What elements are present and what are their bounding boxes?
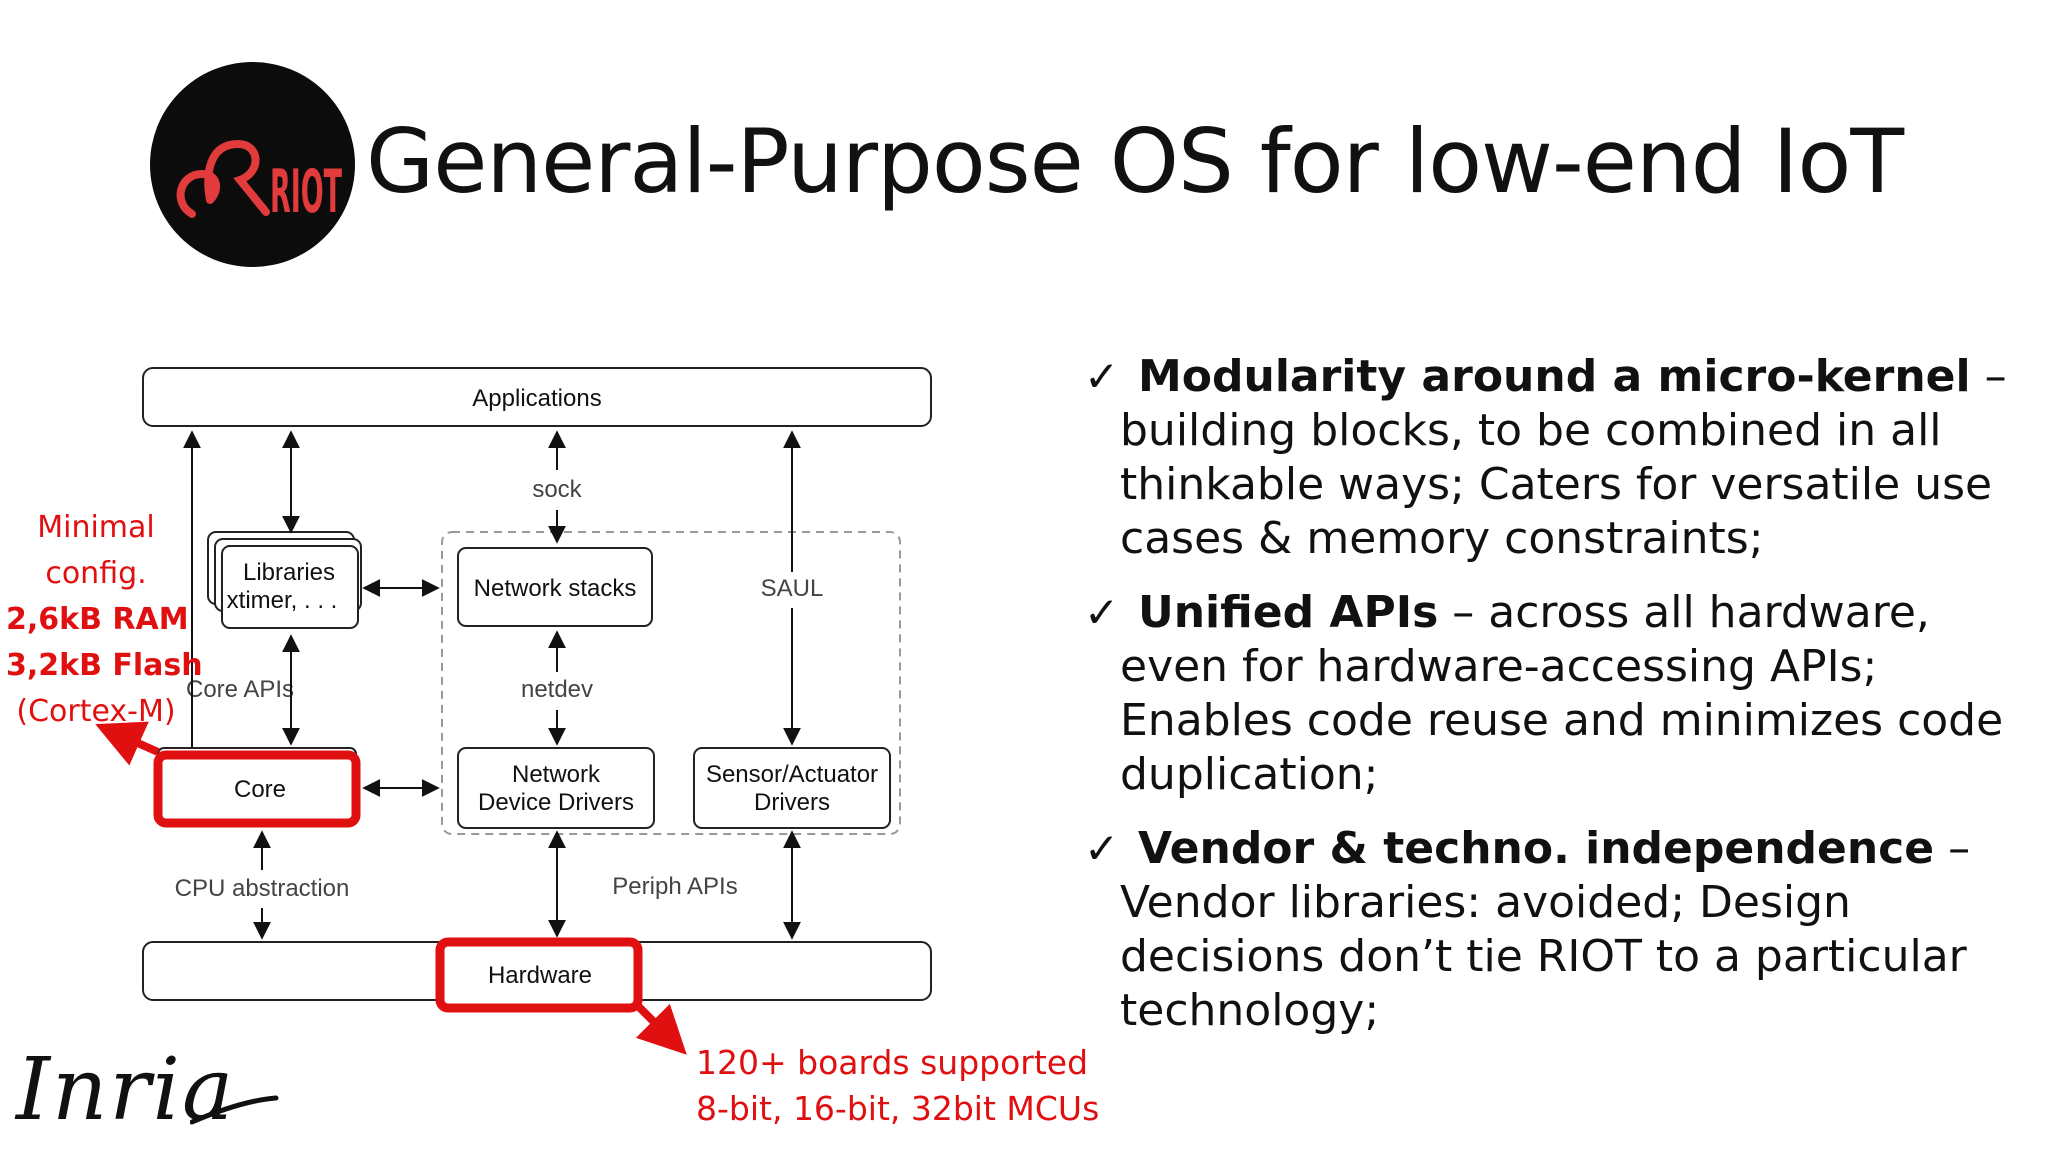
bullet-text: across all hardware, even for hardware-a…: [1120, 587, 2004, 800]
ram-size: 2,6kB RAM: [6, 602, 189, 637]
hardware-label: Hardware: [488, 962, 592, 989]
inria-logo-swash-icon: [190, 1095, 279, 1125]
core-highlight: [153, 750, 361, 828]
bullet-vendor-independence: ✓ Vendor & techno. independence – Vendor…: [1084, 822, 2024, 1038]
sensor-actuator-drivers-box: [693, 747, 891, 829]
feature-list: ✓ Modularity around a micro-kernel – bui…: [1084, 350, 2024, 1058]
network-group-frame: [441, 531, 901, 835]
libraries-sub-label: xtimer, . . .: [227, 587, 338, 614]
minimal-config-pointer: [95, 721, 160, 766]
bullet-separator: –: [1934, 823, 1971, 874]
saul-label: SAUL: [761, 575, 824, 602]
periph-apis-label: Periph APIs: [612, 873, 737, 900]
bullet-heading: Unified APIs: [1138, 587, 1439, 638]
riot-logo: RIOT: [150, 62, 355, 267]
applications-label: Applications: [472, 385, 601, 412]
cpu-abstraction-label: CPU abstraction: [175, 875, 350, 902]
bullet-heading: Vendor & techno. independence: [1138, 823, 1935, 874]
network-stacks-label: Network stacks: [474, 575, 637, 602]
bullet-text: building blocks, to be combined in all t…: [1120, 405, 1993, 564]
core-label: Core: [234, 776, 286, 803]
bullet-modularity: ✓ Modularity around a micro-kernel – bui…: [1084, 350, 2024, 566]
cortex-m-label: (Cortex-M): [16, 694, 176, 729]
boards-pointer: [633, 1001, 687, 1055]
inria-logo: Inria: [16, 1040, 236, 1140]
riot-logo-icon: RIOT: [176, 139, 342, 227]
core-apis-label: Core APIs: [186, 676, 294, 703]
bullet-separator: –: [1970, 351, 2007, 402]
network-stacks-box: [457, 547, 653, 627]
boards-line2: 8-bit, 16-bit, 32bit MCUs: [696, 1089, 1100, 1128]
netdev-label: netdev: [521, 676, 593, 703]
bullet-unified-apis: ✓ Unified APIs – across all hardware, ev…: [1084, 586, 2024, 802]
check-icon: ✓: [1084, 588, 1120, 637]
sensor-actuator-drivers-line2: Drivers: [754, 789, 830, 816]
sensor-actuator-drivers-line1: Sensor/Actuator: [706, 761, 878, 788]
network-device-drivers-line1: Network: [512, 761, 601, 788]
boards-line1: 120+ boards supported: [696, 1043, 1089, 1082]
minimal-config-line2: config.: [45, 556, 147, 591]
flash-size: 3,2kB Flash: [6, 648, 203, 683]
sock-label: sock: [532, 476, 582, 503]
bullet-text: Vendor libraries: avoided; Design decisi…: [1120, 877, 1967, 1036]
libraries-box: [221, 545, 359, 629]
check-icon: ✓: [1084, 824, 1120, 873]
applications-box: [142, 367, 932, 427]
network-device-drivers-line2: Device Drivers: [478, 789, 634, 816]
bullet-heading: Modularity around a micro-kernel: [1138, 351, 1971, 402]
minimal-config-note: Minimal config. 2,6kB RAM 3,2kB Flash (C…: [6, 505, 203, 735]
network-device-drivers-box: [457, 747, 655, 829]
libraries-label: Libraries: [243, 559, 335, 586]
logo-text: RIOT: [270, 157, 342, 227]
bullet-separator: –: [1438, 587, 1489, 638]
check-icon: ✓: [1084, 352, 1120, 401]
slide-title: General-Purpose OS for low-end IoT: [366, 110, 1904, 213]
boards-note: 120+ boards supported 8-bit, 16-bit, 32b…: [696, 1040, 1099, 1132]
hardware-highlight: [435, 937, 643, 1013]
minimal-config-line1: Minimal: [37, 510, 155, 545]
